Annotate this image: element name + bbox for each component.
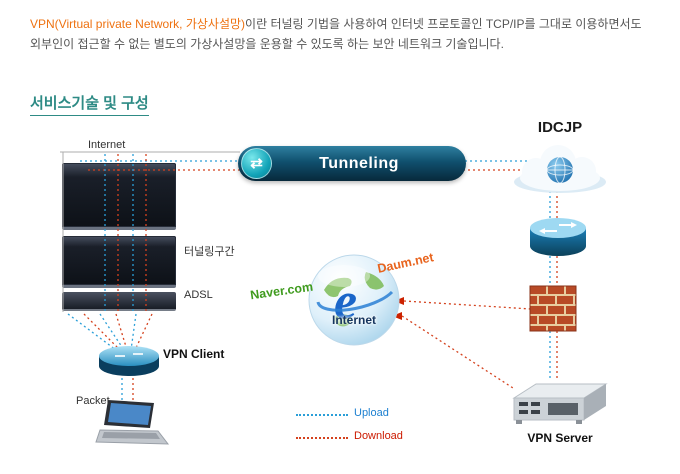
idcjp-cloud-icon [514, 145, 606, 193]
intro-body: 이란 터널링 기법을 사용하여 인터넷 프로토콜인 TCP/IP를 그대로 이용… [30, 17, 642, 51]
router-icon [530, 218, 586, 256]
vpn-server-icon [512, 383, 608, 424]
vpn-client-icon [99, 346, 159, 376]
intro-paragraph: VPN(Virtual private Network, 가상사설망)이란 터널… [30, 14, 652, 54]
upload-legend-label: Upload [354, 407, 389, 419]
internet-globe-label: Internet [331, 313, 376, 327]
internet-line-label: Internet [88, 139, 126, 151]
adsl-label: ADSL [184, 289, 213, 301]
client-monitor-1 [62, 163, 176, 230]
tunneling-label: Tunneling [319, 154, 399, 172]
vpn-client-label: VPN Client [163, 347, 225, 361]
tunnel-section-label: 터널링구간 [184, 246, 235, 258]
intro-highlight: VPN(Virtual private Network, 가상사설망) [30, 17, 246, 31]
vpn-server-label: VPN Server [527, 431, 593, 445]
client-monitor-2 [62, 236, 176, 288]
tunneling-banner: ⇄ Tunneling [238, 146, 466, 181]
upload-legend-line [296, 414, 348, 416]
tunnel-sync-icon: ⇄ [241, 148, 272, 179]
download-legend-line [296, 437, 348, 439]
packet-label: Packet [76, 395, 110, 407]
firewall-icon [529, 285, 577, 332]
download-legend-label: Download [354, 430, 403, 442]
section-title: 서비스기술 및 구성 [30, 92, 149, 116]
laptop-icon [95, 400, 170, 445]
svg-text:e: e [334, 273, 357, 330]
idcjp-label: IDCJP [537, 119, 583, 136]
download-arrowhead-2 [392, 312, 402, 320]
internet-globe-icon: e [308, 254, 400, 346]
adsl-modem [62, 292, 176, 311]
